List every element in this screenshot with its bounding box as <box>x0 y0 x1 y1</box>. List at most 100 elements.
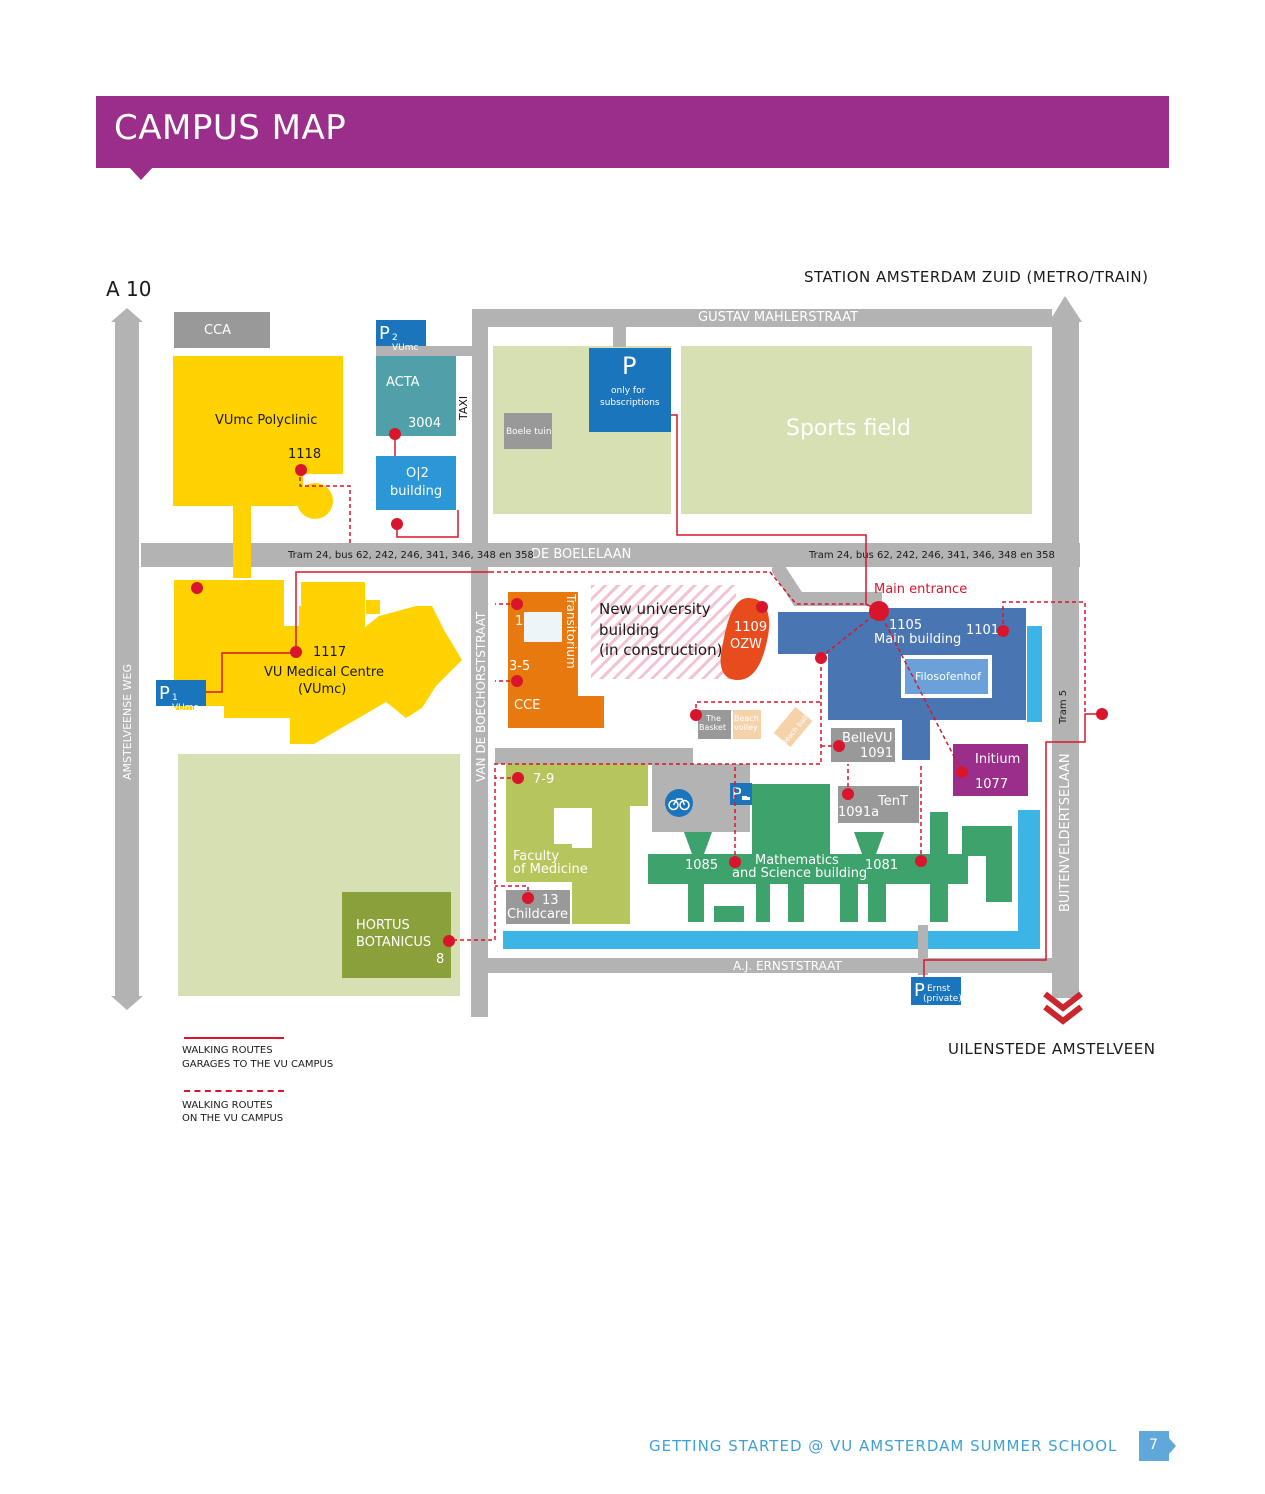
road-de-boelelaan <box>141 543 1080 567</box>
beach-volley-line2: volley <box>734 723 758 732</box>
building-mathematics-science[interactable] <box>648 784 1016 926</box>
canal-main-building <box>1027 626 1042 722</box>
header-pointer <box>128 166 154 180</box>
new-building-line2: building <box>599 621 660 639</box>
route-pin-o2[interactable] <box>391 518 403 530</box>
ozw-number: 1109 <box>734 620 768 635</box>
hortus-label-line1: HORTUS <box>356 918 410 933</box>
tram-info-left: Tram 24, bus 62, 242, 246, 341, 346, 348… <box>288 550 534 561</box>
route-pin-math-1081[interactable] <box>915 855 927 867</box>
acta-number: 3004 <box>408 416 442 431</box>
route-pin-vumc-west[interactable] <box>191 582 203 594</box>
math-label-line1: Mathematics <box>755 853 839 868</box>
route-pin-tent[interactable] <box>842 788 854 800</box>
building-boele-tuin[interactable] <box>504 413 552 449</box>
road-gustav-mahlerstraat <box>472 309 1052 327</box>
page-number-badge <box>1139 1431 1169 1461</box>
road-north-connector <box>472 309 488 567</box>
building-polyclinic-round <box>297 483 333 519</box>
fom-label-line1: Faculty <box>513 849 560 864</box>
route-pin-basket[interactable] <box>690 709 702 721</box>
basket-label-line2: Basket <box>699 723 726 732</box>
polyclinic-number: 1118 <box>288 447 322 462</box>
route-pin-1101[interactable] <box>997 625 1009 637</box>
building-new-university[interactable] <box>591 585 736 679</box>
legend-dashed-line <box>184 1090 284 1092</box>
cce-label: CCE <box>514 698 541 713</box>
filosofenhof-label: Filosofenhof <box>915 670 982 683</box>
legend-dashed-line2: ON THE VU CAMPUS <box>182 1113 284 1124</box>
bellevu-label: BelleVU <box>842 731 893 746</box>
page-number-tip <box>1169 1438 1176 1454</box>
road-main-entrance-curve <box>772 565 882 606</box>
route-pin-ozw[interactable] <box>756 601 768 613</box>
polyclinic-label: VUmc Polyclinic <box>215 413 318 428</box>
road-inner <box>495 748 693 764</box>
page-number: 7 <box>1149 1437 1158 1453</box>
legend-dashed-line1: WALKING ROUTES <box>182 1100 273 1111</box>
building-ozw[interactable] <box>718 596 772 682</box>
building-faculty-of-medicine[interactable] <box>506 764 652 926</box>
route-pin-initium[interactable] <box>956 766 968 778</box>
hortus-botanicus[interactable] <box>342 892 451 978</box>
parking-p2-vumc[interactable]: P 2 VUmc <box>376 320 426 353</box>
garage-route-p1 <box>206 571 490 693</box>
uilenstede-label: UILENSTEDE AMSTELVEEN <box>948 1040 1156 1058</box>
childcare-number: 13 <box>542 893 559 908</box>
main-entrance-label: Main entrance <box>874 582 968 597</box>
route-pin-fom[interactable] <box>512 772 524 784</box>
route-pin-polyclinic[interactable] <box>295 464 307 476</box>
route-pin-tram5[interactable] <box>1096 708 1108 720</box>
street-ernst-label: A.J. ERNSTSTRAAT <box>733 959 842 973</box>
building-vumc-polyclinic[interactable] <box>173 356 345 580</box>
route-pin-childcare[interactable] <box>522 892 534 904</box>
tram-info-right: Tram 24, bus 62, 242, 246, 341, 346, 348… <box>809 550 1055 561</box>
sports-field[interactable] <box>681 346 1032 514</box>
hortus-number: 8 <box>436 952 445 967</box>
route-pin-transitorium[interactable] <box>511 598 523 610</box>
road-buitenveldertselaan <box>1052 320 1079 998</box>
garage-route-o2 <box>396 510 459 538</box>
main-entrance-pin[interactable] <box>869 601 889 621</box>
building-o2[interactable] <box>376 456 456 510</box>
route-pin-main-west[interactable] <box>815 652 827 664</box>
page-title: CAMPUS MAP <box>114 108 347 148</box>
route-pin-acta[interactable] <box>389 428 401 440</box>
bicycle-icon[interactable] <box>664 788 694 818</box>
route-pin-cce[interactable] <box>511 675 523 687</box>
route-pin-math-1085[interactable] <box>729 856 741 868</box>
math-label-line2: and Science building <box>732 866 868 881</box>
hortus-label-line2: BOTANICUS <box>356 935 432 950</box>
road-aj-ernststraat <box>471 958 1052 973</box>
truck-icon <box>742 796 750 800</box>
main-building-number: 1105 <box>889 618 923 633</box>
building-acta[interactable] <box>376 356 456 436</box>
garage-route-subscriptions <box>671 414 880 612</box>
parking-ernst-private[interactable]: P Ernst (private) <box>911 977 962 1005</box>
a10-label: A 10 <box>106 277 152 301</box>
childcare-label: Childcare <box>507 907 568 922</box>
building-cca[interactable] <box>174 312 270 348</box>
route-pin-vumc[interactable] <box>290 646 302 658</box>
legend-solid-line2: GARAGES TO THE VU CAMPUS <box>182 1059 334 1070</box>
building-transitorium[interactable] <box>508 592 606 730</box>
parking-subscriptions[interactable]: P only for subscriptions <box>589 348 671 432</box>
beach-volley[interactable] <box>733 710 761 739</box>
building-childcare[interactable] <box>506 890 570 924</box>
math-number-1081: 1081 <box>865 858 899 873</box>
station-label: STATION AMSTERDAM ZUID (METRO/TRAIN) <box>804 268 1149 286</box>
route-pin-bellevu[interactable] <box>833 740 845 752</box>
walking-routes <box>206 414 1102 977</box>
sports-field-label: Sports field <box>786 416 911 441</box>
o2-label-line2: building <box>390 484 443 499</box>
building-vumc[interactable] <box>174 576 464 744</box>
new-building-line1: New university <box>599 600 711 618</box>
route-pin-hortus[interactable] <box>443 935 455 947</box>
building-the-basket[interactable] <box>698 710 731 739</box>
chevron-down-icon <box>1043 991 1083 1025</box>
road-acta-access <box>376 346 472 356</box>
arrow-down-icon <box>111 996 143 1010</box>
parking-p1-vumc[interactable]: P 1 VUmc <box>156 680 206 713</box>
arrow-up-icon <box>1049 296 1082 322</box>
